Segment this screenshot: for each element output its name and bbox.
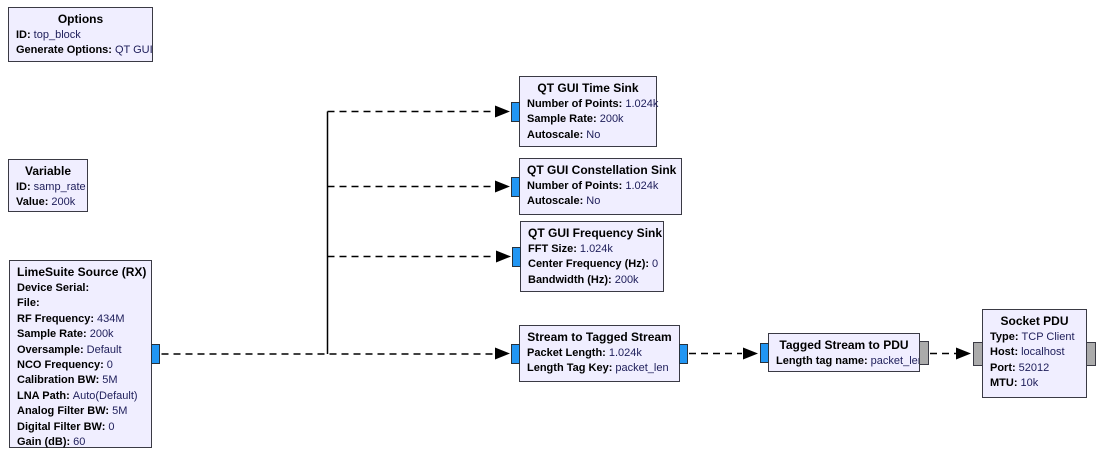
block-options[interactable]: Options ID:top_block Generate Options:QT…: [8, 7, 153, 62]
block-title: Tagged Stream to PDU: [779, 338, 909, 352]
block-limesuite-source[interactable]: LimeSuite Source (RX) Device Serial: Fil…: [9, 260, 160, 449]
block-title: QT GUI Constellation Sink: [527, 163, 677, 177]
block-param: MTU:10k: [990, 377, 1039, 390]
block-param: Autoscale:No: [527, 128, 601, 141]
stream-output-port[interactable]: [151, 344, 160, 364]
stream-output-port[interactable]: [679, 343, 688, 364]
block-param: File:: [17, 297, 40, 310]
message-output-port[interactable]: [919, 340, 929, 365]
stream-input-port[interactable]: [511, 176, 520, 197]
block-param: Number of Points:1.024k: [527, 98, 659, 110]
block-param: Type:TCP Client: [990, 331, 1075, 343]
stream-input-port[interactable]: [511, 343, 520, 364]
connection-source-to-frequencysink[interactable]: [327, 250, 512, 263]
connection-source-to-timesink[interactable]: [327, 105, 511, 118]
connection-source-to-constellationsink[interactable]: [327, 180, 511, 193]
block-param: Calibration BW:5M: [17, 374, 118, 387]
block-param: Generate Options:QT GUI: [16, 44, 153, 57]
block-param: Value:200k: [16, 196, 76, 209]
block-param: Number of Points:1.024k: [527, 180, 659, 192]
block-param: Host:localhost: [990, 346, 1065, 359]
block-param: Length Tag Key:packet_len: [527, 362, 669, 375]
block-param: Bandwidth (Hz):200k: [528, 273, 639, 286]
message-input-port[interactable]: [973, 341, 983, 366]
block-param: FFT Size:1.024k: [528, 243, 613, 255]
block-param: ID:top_block: [16, 29, 81, 41]
block-variable[interactable]: Variable ID:samp_rate Value:200k: [8, 159, 88, 212]
block-param: Center Frequency (Hz):0: [528, 258, 659, 271]
connection-tag2pdu-to-socketpdu[interactable]: [930, 347, 971, 360]
block-param: ID:samp_rate: [16, 181, 86, 193]
block-param: NCO Frequency:0: [17, 359, 113, 372]
block-param: Length tag name:packet_len: [776, 355, 924, 367]
block-param: Digital Filter BW:0: [17, 420, 115, 433]
block-title: QT GUI Time Sink: [537, 81, 639, 95]
block-title: QT GUI Frequency Sink: [528, 226, 663, 240]
block-qt-gui-constellation-sink[interactable]: QT GUI Constellation Sink Number of Poin…: [511, 158, 682, 215]
stream-input-port[interactable]: [512, 246, 521, 267]
block-title: Stream to Tagged Stream: [527, 330, 672, 344]
message-output-port[interactable]: [1086, 341, 1096, 366]
block-param: Device Serial:: [17, 282, 90, 294]
block-param: Gain (dB):60: [17, 436, 86, 449]
connection-source-to-stream2tag[interactable]: [161, 347, 511, 360]
block-param: Sample Rate:200k: [527, 113, 624, 126]
block-qt-gui-time-sink[interactable]: QT GUI Time Sink Number of Points:1.024k…: [511, 76, 659, 147]
connection-stream2tag-to-tag2pdu[interactable]: [689, 347, 758, 360]
block-socket-pdu[interactable]: Socket PDU Type:TCP Client Host:localhos…: [973, 309, 1096, 398]
block-param: Oversample:Default: [17, 343, 122, 356]
block-qt-gui-frequency-sink[interactable]: QT GUI Frequency Sink FFT Size:1.024k Ce…: [512, 221, 664, 292]
block-title: Options: [57, 12, 104, 26]
block-stream-to-tagged-stream[interactable]: Stream to Tagged Stream Packet Length:1.…: [511, 325, 688, 382]
block-param: Sample Rate:200k: [17, 328, 114, 341]
block-title: LimeSuite Source (RX): [17, 265, 147, 279]
block-title: Variable: [24, 164, 72, 178]
block-param: Analog Filter BW:5M: [17, 405, 128, 418]
block-tagged-stream-to-pdu[interactable]: Tagged Stream to PDU Length tag name:pac…: [760, 333, 929, 372]
block-param: LNA Path:Auto(Default): [17, 389, 138, 402]
stream-input-port[interactable]: [511, 101, 520, 122]
block-param: Packet Length:1.024k: [527, 347, 642, 359]
block-param: Port:52012: [990, 361, 1050, 374]
block-param: RF Frequency:434M: [17, 312, 125, 325]
block-title: Socket PDU: [1000, 314, 1069, 328]
stream-input-port[interactable]: [760, 342, 769, 363]
block-param: Autoscale:No: [527, 195, 601, 208]
